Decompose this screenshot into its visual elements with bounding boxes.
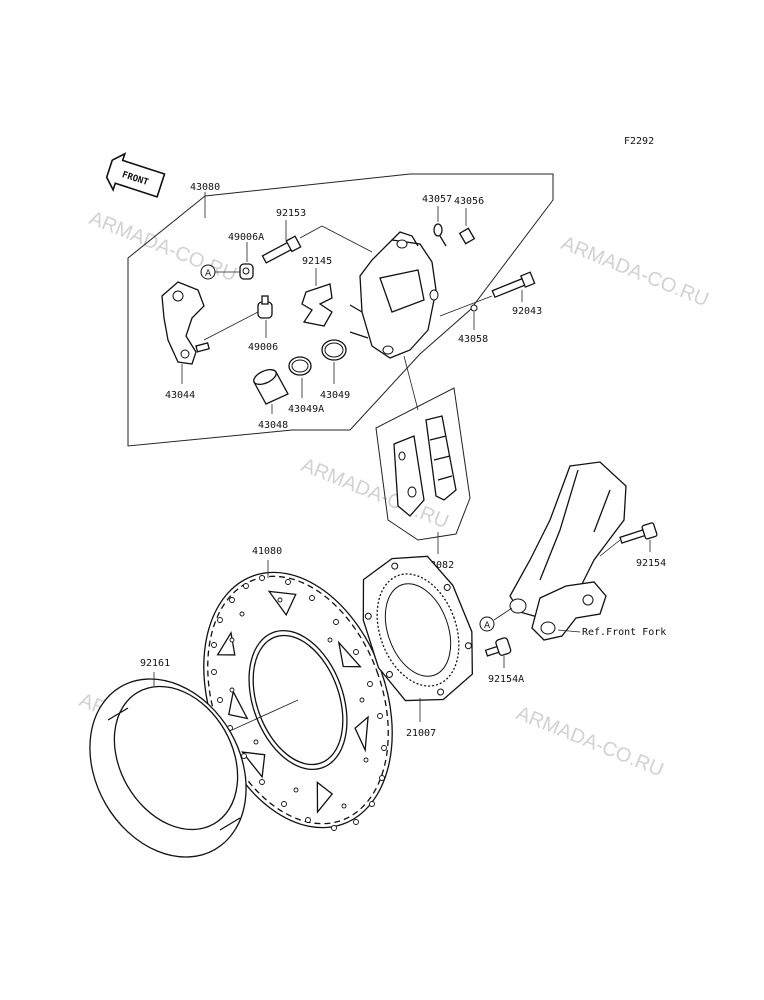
- label-41080: 41080: [252, 546, 282, 557]
- callout-a-upper-text: A: [205, 269, 212, 279]
- label-43058: 43058: [458, 334, 488, 345]
- part-43058: [470, 304, 478, 312]
- label-43049: 43049: [320, 390, 350, 401]
- watermark-5: ARMADA-CO.RU: [513, 702, 667, 781]
- ring-92161: [89, 678, 247, 858]
- watermark-3: ARMADA-CO.RU: [298, 454, 452, 533]
- label-43048: 43048: [258, 420, 288, 431]
- label-92153: 92153: [276, 208, 306, 219]
- label-43056: 43056: [454, 196, 484, 207]
- disc-drill-holes: [211, 575, 387, 831]
- label-43044: 43044: [165, 390, 195, 401]
- front-arrow-icon: FRONT: [105, 152, 166, 198]
- callout-a-lower: A: [479, 607, 513, 632]
- pin-92153: [261, 235, 302, 264]
- label-21007: 21007: [406, 728, 436, 739]
- pin-92043: [491, 271, 536, 299]
- label-92043: 92043: [512, 306, 542, 317]
- brake-pad-left: [393, 435, 425, 517]
- front-fork-leg: [509, 461, 627, 641]
- label-43082: 43082: [424, 560, 454, 571]
- watermark-2: ARMADA-CO.RU: [558, 232, 712, 311]
- seal-43049: [321, 339, 347, 361]
- label-49006a: 49006A: [228, 232, 264, 243]
- label-49006: 49006: [248, 342, 278, 353]
- label-92154: 92154: [636, 558, 666, 569]
- piston-43048: [253, 369, 289, 405]
- leader-ref-front-fork: [557, 629, 581, 633]
- ref-front-fork-label: Ref.Front Fork: [582, 627, 666, 638]
- boot-49006a: [239, 263, 254, 280]
- callout-a-lower-text: A: [484, 621, 491, 631]
- boot-49006: [257, 295, 273, 319]
- bolt-92154a: [484, 637, 512, 657]
- bleeder-43056: [458, 227, 476, 245]
- abs-rotor-21007: [362, 555, 474, 702]
- seal-43049a: [288, 356, 312, 376]
- label-92145: 92145: [302, 256, 332, 267]
- bleeder-43057: [433, 223, 447, 247]
- label-43080: 43080: [190, 182, 220, 193]
- diagram-code: F2292: [624, 136, 654, 147]
- spring-92145: [301, 283, 333, 327]
- label-43057: 43057: [422, 194, 452, 205]
- caliper-assembly-outline: [127, 173, 554, 447]
- label-43049a: 43049A: [288, 404, 324, 415]
- callout-a-upper: A: [200, 264, 240, 280]
- pad-set-outline: [375, 387, 471, 541]
- caliper-bracket: [161, 281, 210, 365]
- label-92161: 92161: [140, 658, 170, 669]
- label-92154a: 92154A: [488, 674, 524, 685]
- brake-pad-right: [425, 415, 457, 501]
- watermark-1: ARMADA-CO.RU: [86, 207, 240, 286]
- bolt-92154: [619, 522, 658, 544]
- caliper-body: [349, 231, 439, 359]
